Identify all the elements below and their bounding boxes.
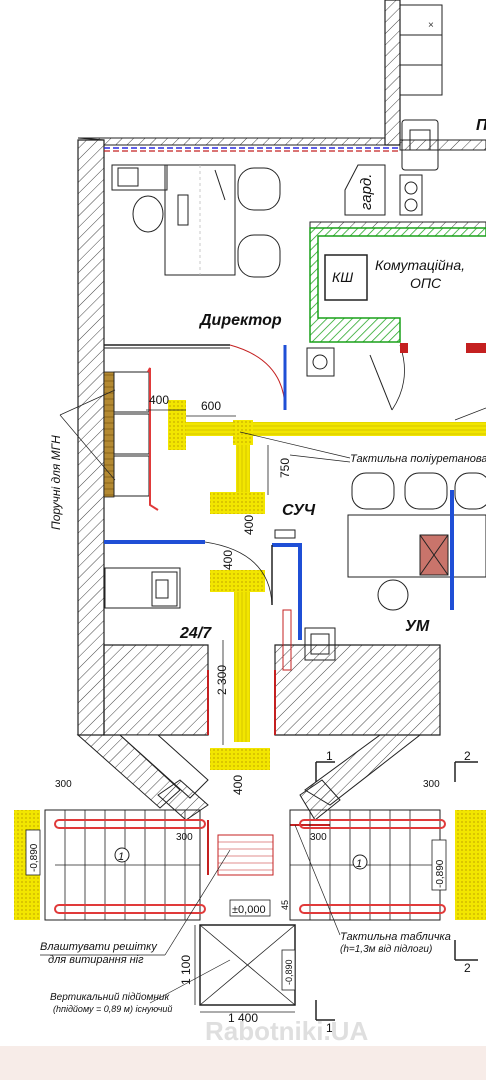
handrails-mgn-note: Поручні для МГН bbox=[49, 435, 63, 530]
dim-400-d: 400 bbox=[231, 775, 245, 795]
director-desk bbox=[111, 164, 236, 276]
stair-marker-left: 1 bbox=[118, 851, 124, 863]
cabinet-ksh bbox=[324, 254, 368, 301]
stairs-left bbox=[44, 809, 206, 921]
bottom-bar bbox=[0, 1046, 486, 1080]
office-chair bbox=[132, 195, 164, 233]
dim-300-b: 300 bbox=[176, 832, 193, 843]
dim-300-a: 300 bbox=[55, 779, 72, 790]
dim-1400: 1 400 bbox=[228, 1011, 258, 1025]
director-door bbox=[229, 344, 286, 411]
lift-line2: (hпідйому = 0,89 м) існуючий bbox=[53, 1004, 172, 1014]
close-icon: × bbox=[428, 20, 434, 31]
wardrobe-label: гард. bbox=[358, 174, 375, 210]
room-247: 24/7 bbox=[179, 625, 212, 642]
armchair-1 bbox=[237, 167, 281, 211]
section-bottom-1: 1 bbox=[326, 1021, 333, 1035]
dim-45: 45 bbox=[280, 900, 290, 910]
wood-bench-rail bbox=[103, 371, 115, 498]
section-top-2: 2 bbox=[464, 749, 471, 763]
wardrobe bbox=[344, 164, 386, 216]
lift-line1: Вертикальний підйомник bbox=[50, 992, 170, 1003]
foot-grate bbox=[217, 834, 274, 876]
foot-grate-line1: Влаштувати решітку bbox=[40, 941, 158, 953]
watermark: Rabotniki.UA bbox=[205, 1016, 368, 1046]
dim-400-c: 400 bbox=[221, 550, 235, 570]
dim-300-c: 300 bbox=[310, 832, 327, 843]
sink bbox=[306, 347, 335, 377]
tactile-paths bbox=[14, 400, 486, 920]
commutation-room-walls bbox=[309, 227, 486, 343]
waiting-seats bbox=[113, 371, 150, 497]
dim-400-b: 400 bbox=[242, 515, 256, 535]
handrail-left bbox=[147, 367, 159, 511]
um-chairs bbox=[351, 472, 486, 510]
room-commutation-line1: Комутаційна, bbox=[375, 257, 465, 273]
section-bottom-2: 2 bbox=[464, 961, 471, 975]
walls bbox=[76, 0, 486, 821]
dim-400-a: 400 bbox=[149, 393, 169, 407]
dim-300-d: 300 bbox=[423, 779, 440, 790]
vertical-lift bbox=[199, 924, 296, 1006]
partial-room-label: П bbox=[476, 117, 486, 134]
kitchenette bbox=[399, 4, 443, 216]
section-top-1: 1 bbox=[326, 749, 333, 763]
level-zero: ±0,000 bbox=[232, 904, 266, 916]
room-such: СУЧ bbox=[282, 502, 316, 519]
room-director: Директор bbox=[198, 312, 282, 329]
section-markers bbox=[315, 761, 478, 1021]
stair-marker-right: 1 bbox=[356, 858, 362, 870]
tactile-polyurethane-note: Тактильна поліуретанова bbox=[350, 453, 486, 465]
dim-2300: 2 300 bbox=[215, 665, 229, 695]
cabinet-ksh-label: КШ bbox=[332, 269, 353, 285]
level-lift: -0,890 bbox=[284, 959, 294, 985]
room-um: УМ bbox=[405, 618, 430, 635]
atm-desk bbox=[104, 567, 181, 609]
tactile-plate-line2: (h=1,3м від підлоги) bbox=[340, 944, 432, 955]
level-left-dup: -0,890 bbox=[29, 843, 40, 872]
dim-750: 750 bbox=[278, 458, 292, 478]
dim-600: 600 bbox=[201, 399, 221, 413]
room-commutation-line2: ОПС bbox=[410, 275, 442, 291]
armchair-2 bbox=[237, 234, 281, 278]
stairs-right bbox=[289, 809, 446, 921]
level-right: -0,890 bbox=[435, 859, 446, 888]
um-desk bbox=[347, 514, 486, 578]
dim-1100: 1 100 bbox=[179, 955, 193, 985]
foot-grate-line2: для витирання ніг bbox=[48, 954, 144, 966]
tactile-plate-line1: Тактильна табличка bbox=[340, 931, 451, 943]
